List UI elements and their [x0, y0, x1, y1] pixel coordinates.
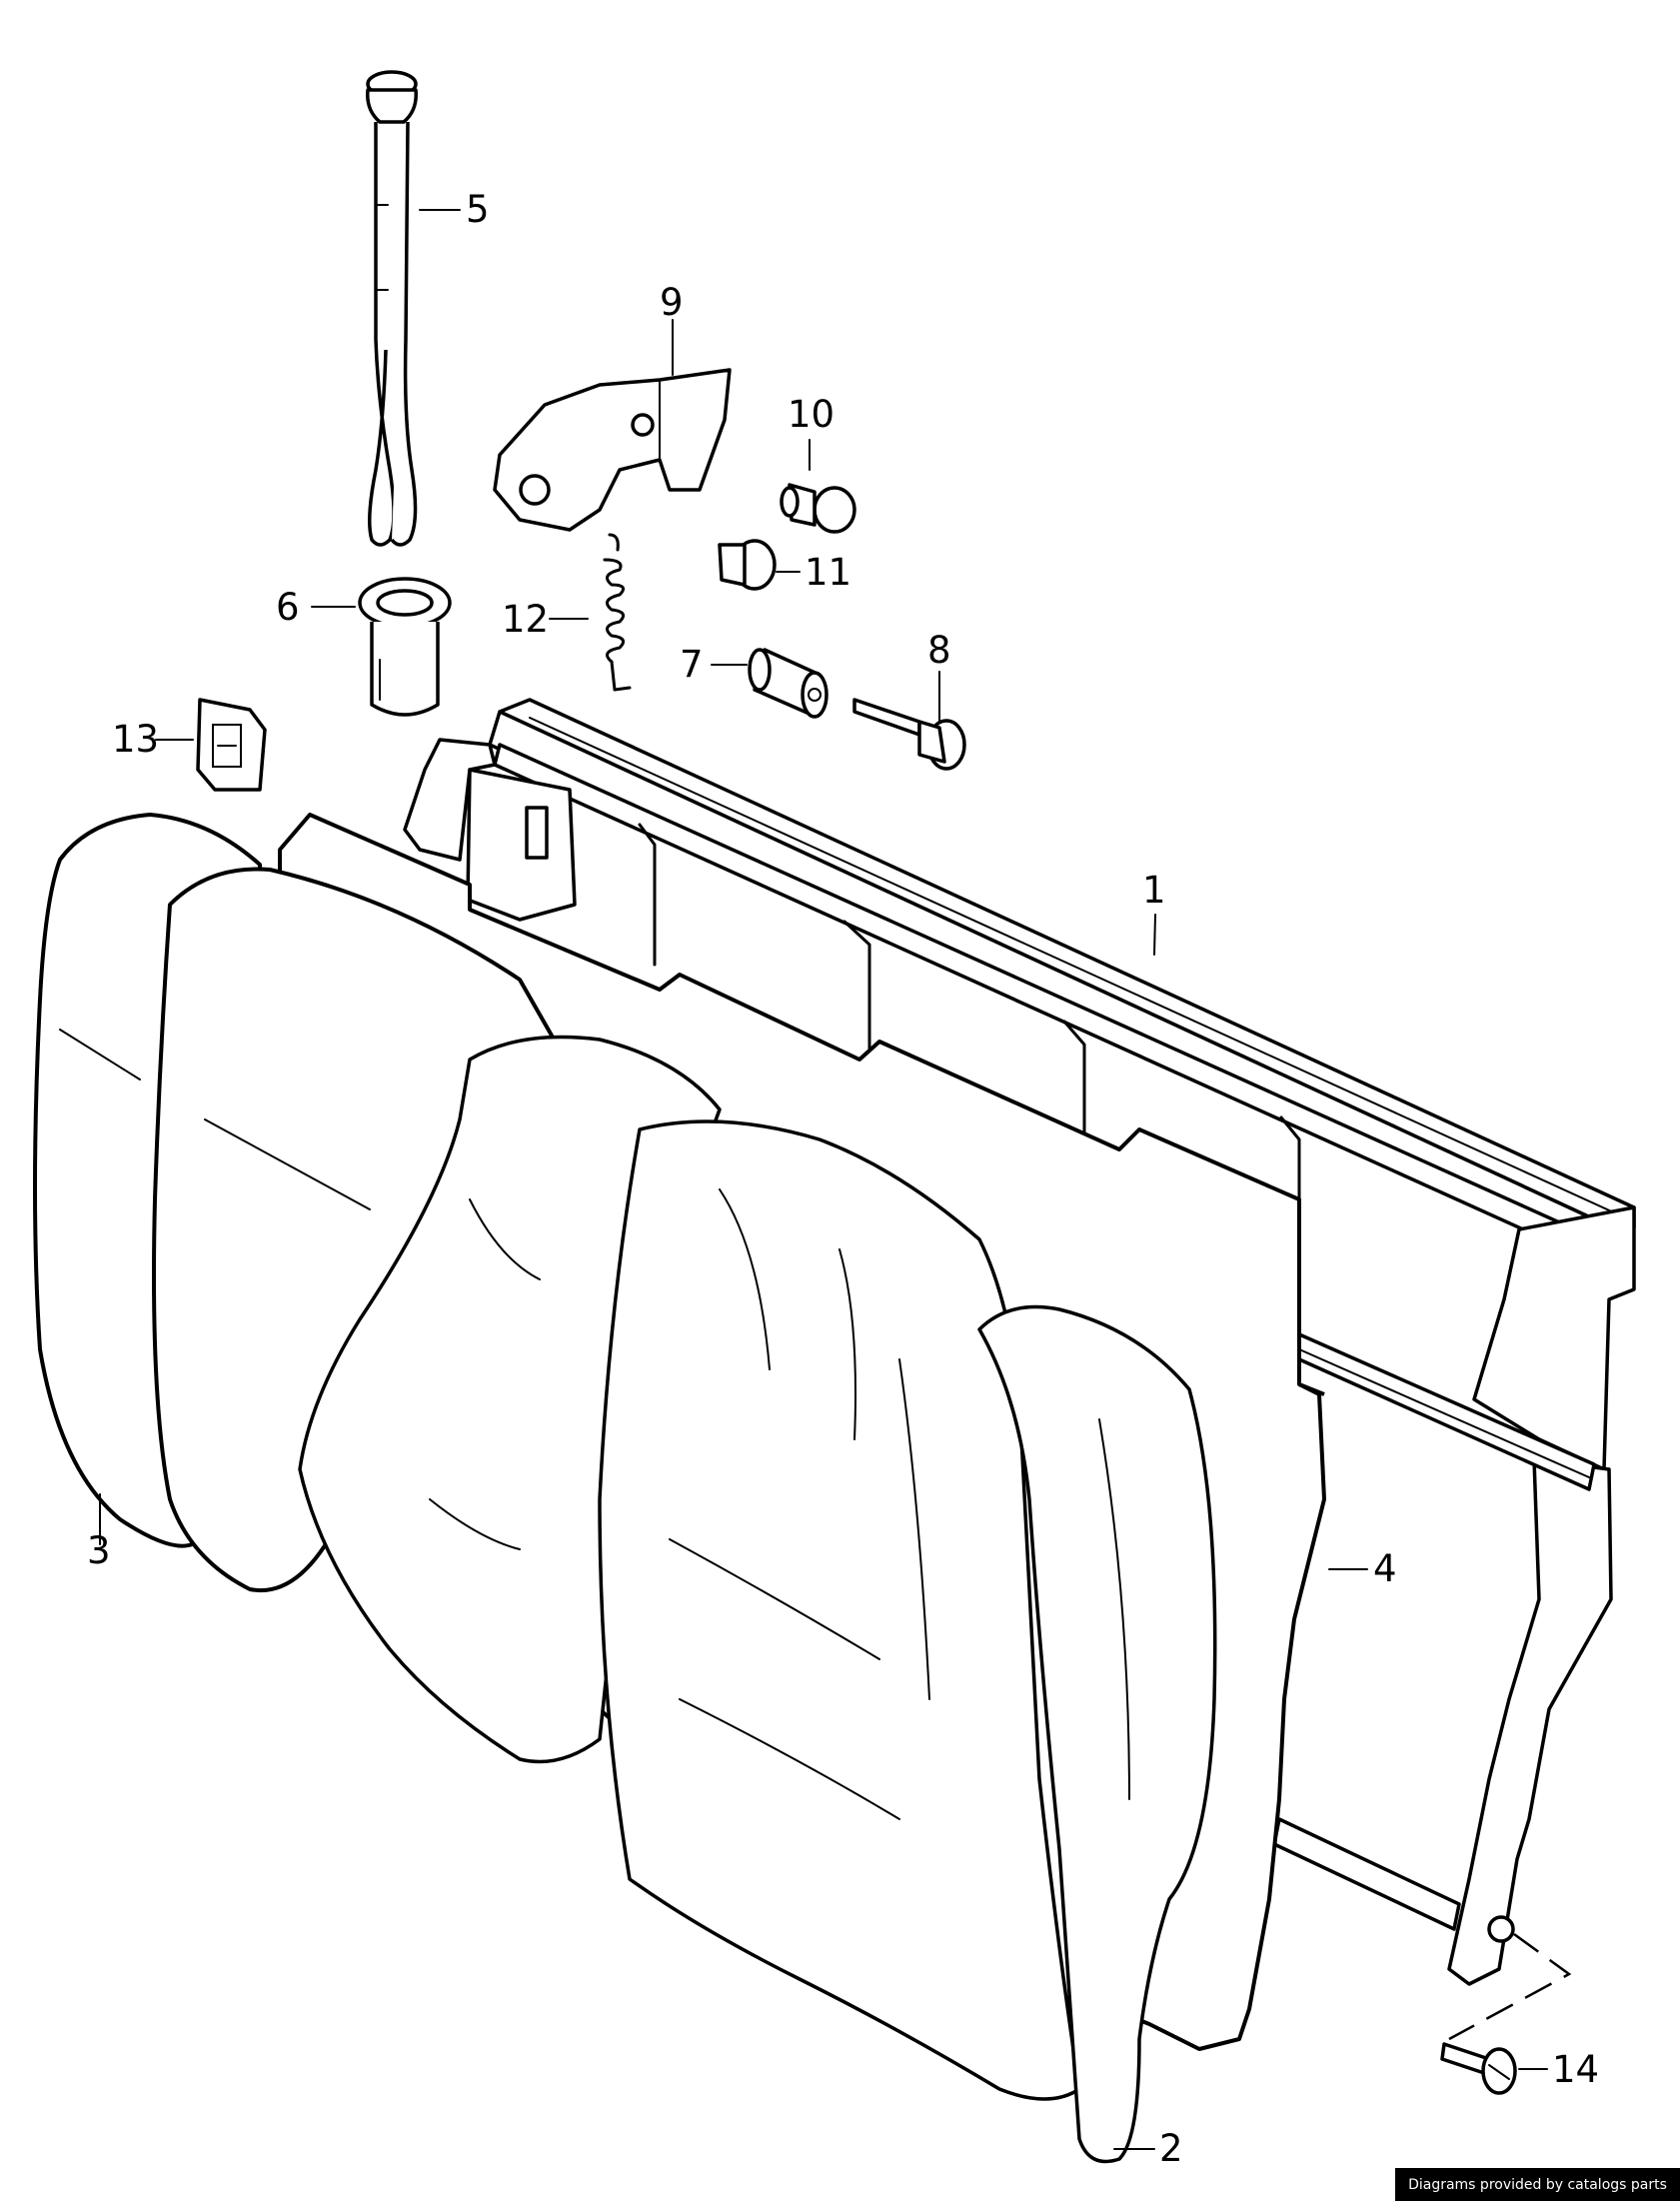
- callout-2: 2: [1159, 2127, 1183, 2170]
- screw: [1440, 2042, 1517, 2095]
- spacer-sleeve: [748, 648, 829, 719]
- callout-7: 7: [680, 643, 704, 686]
- seat-back-frame: [403, 698, 1636, 1986]
- callout-10: 10: [788, 393, 835, 436]
- seat-back-cover: [298, 1035, 1217, 2164]
- release-rod: [366, 70, 418, 547]
- callout-3: 3: [87, 1529, 111, 1572]
- callout-13: 13: [112, 718, 159, 761]
- grommet: [358, 577, 452, 717]
- retaining-clip: [196, 698, 267, 792]
- credit-text: Diagrams provided by catalogs parts: [1408, 2176, 1667, 2193]
- callout-12: 12: [502, 598, 549, 641]
- leader-lines: [99, 209, 1548, 2150]
- latch-bracket: [493, 368, 732, 532]
- credit-badge: Diagrams provided by catalogs parts: [1395, 2168, 1680, 2201]
- callout-14: 14: [1552, 2048, 1599, 2091]
- tension-spring: [603, 533, 632, 692]
- callout-1: 1: [1142, 869, 1166, 912]
- callout-8: 8: [927, 629, 951, 672]
- callout-9: 9: [660, 281, 684, 324]
- callout-11: 11: [805, 551, 851, 594]
- cap-plug: [718, 539, 777, 591]
- callout-6: 6: [276, 586, 300, 629]
- stud-bolt: [780, 483, 856, 534]
- callout-4: 4: [1373, 1547, 1397, 1590]
- shoulder-bolt: [852, 698, 966, 771]
- callout-5: 5: [466, 188, 490, 231]
- callout-labels: 1 2 3 4 5 6 7 8 9 10 11 12 13 14: [87, 188, 1599, 2170]
